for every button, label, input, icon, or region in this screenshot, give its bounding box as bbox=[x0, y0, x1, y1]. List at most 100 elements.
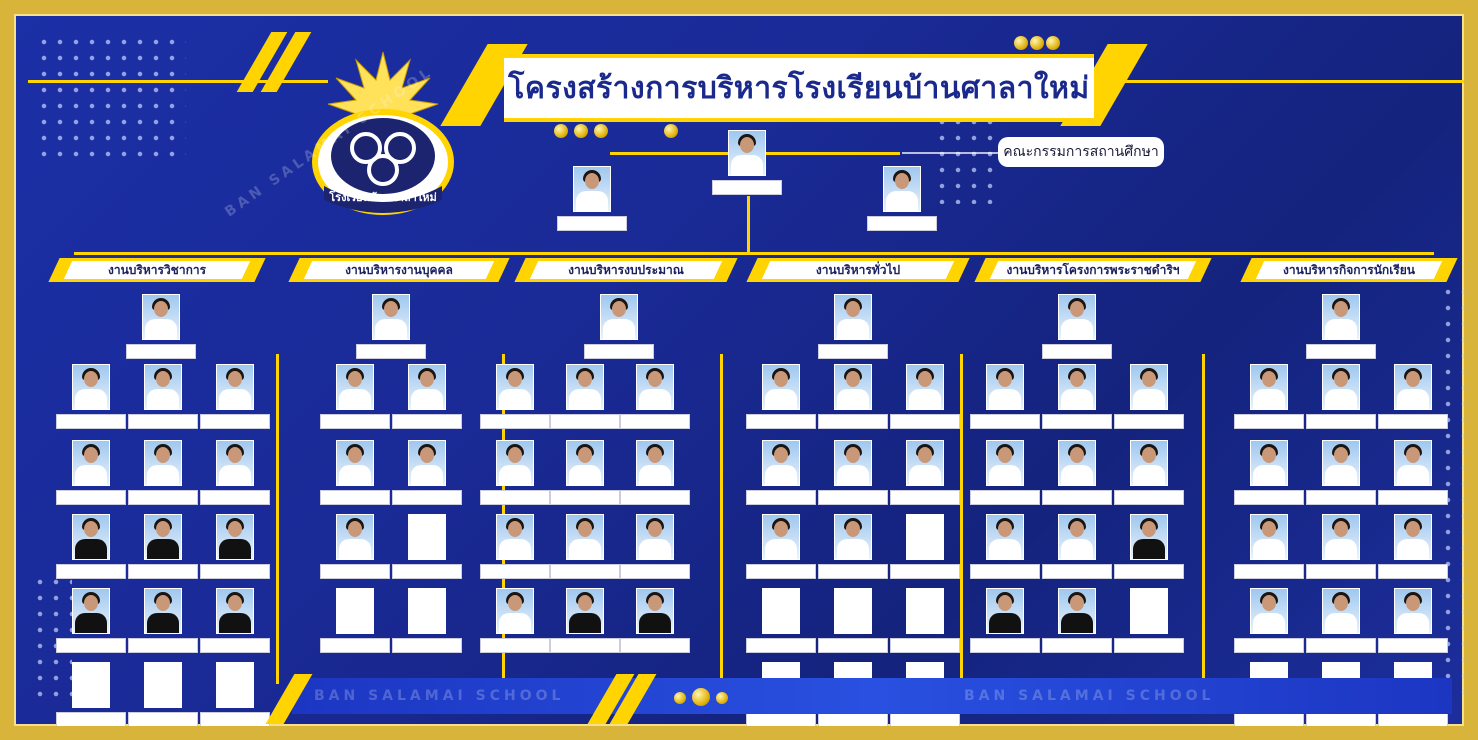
staff-member-nameplate bbox=[480, 414, 550, 429]
staff-member-nameplate bbox=[392, 564, 462, 579]
staff-member-photo bbox=[72, 364, 110, 410]
staff-member bbox=[198, 440, 272, 505]
staff-member-nameplate bbox=[1378, 490, 1448, 505]
staff-member-nameplate bbox=[620, 490, 690, 505]
staff-member bbox=[548, 514, 622, 579]
staff-member bbox=[1112, 440, 1186, 505]
staff-member-photo bbox=[336, 588, 374, 634]
staff-member-photo bbox=[636, 514, 674, 560]
department-head-photo bbox=[1058, 294, 1096, 340]
staff-member-photo bbox=[144, 364, 182, 410]
staff-member bbox=[1232, 440, 1306, 505]
department-head-nameplate bbox=[584, 344, 654, 359]
deputy-right-nameplate bbox=[867, 216, 937, 231]
staff-member-photo bbox=[834, 364, 872, 410]
staff-member-photo bbox=[1250, 440, 1288, 486]
staff-member-photo bbox=[1130, 588, 1168, 634]
staff-member-nameplate bbox=[970, 638, 1040, 653]
staff-member-nameplate bbox=[818, 564, 888, 579]
staff-member bbox=[968, 440, 1042, 505]
department-head-nameplate bbox=[126, 344, 196, 359]
staff-member-photo bbox=[72, 440, 110, 486]
staff-member bbox=[198, 588, 272, 653]
department-head-nameplate bbox=[1042, 344, 1112, 359]
dept-label: งานบริหารทั่วไป bbox=[815, 262, 901, 277]
staff-member bbox=[618, 588, 692, 653]
staff-member-nameplate bbox=[128, 564, 198, 579]
staff-member bbox=[126, 662, 200, 726]
staff-member-photo bbox=[636, 364, 674, 410]
department-head-photo bbox=[1322, 294, 1360, 340]
staff-member bbox=[126, 514, 200, 579]
staff-member-nameplate bbox=[1042, 414, 1112, 429]
department-head-photo bbox=[372, 294, 410, 340]
staff-member-nameplate bbox=[480, 490, 550, 505]
staff-member-photo bbox=[216, 588, 254, 634]
staff-member-nameplate bbox=[392, 414, 462, 429]
dept-banner-academic: งานบริหารวิชาการ bbox=[48, 258, 266, 282]
staff-member bbox=[618, 440, 692, 505]
staff-member bbox=[126, 440, 200, 505]
committee-dash bbox=[902, 152, 998, 154]
staff-member-photo bbox=[72, 588, 110, 634]
coin-deco bbox=[1046, 36, 1060, 50]
staff-member bbox=[1376, 440, 1450, 505]
staff-member-photo bbox=[566, 514, 604, 560]
staff-member-nameplate bbox=[550, 638, 620, 653]
bottom-band bbox=[292, 678, 1452, 714]
staff-member bbox=[198, 364, 272, 429]
coin-deco bbox=[664, 124, 678, 138]
coin-deco bbox=[554, 124, 568, 138]
staff-member-nameplate bbox=[56, 564, 126, 579]
staff-member bbox=[390, 588, 464, 653]
dept-label: งานบริหารกิจการนักเรียน bbox=[1283, 262, 1415, 277]
staff-member-photo bbox=[144, 440, 182, 486]
staff-member-nameplate bbox=[1234, 638, 1304, 653]
coin-deco bbox=[574, 124, 588, 138]
staff-member-nameplate bbox=[620, 414, 690, 429]
director-photo bbox=[728, 130, 766, 176]
watermark-bottom-right: BAN SALAMAI SCHOOL bbox=[964, 688, 1215, 704]
staff-member-photo bbox=[1250, 588, 1288, 634]
staff-member-nameplate bbox=[200, 712, 270, 726]
staff-member-photo bbox=[496, 588, 534, 634]
staff-member bbox=[1040, 588, 1114, 653]
watermark-bottom-left: BAN SALAMAI SCHOOL bbox=[314, 688, 565, 704]
staff-member-nameplate bbox=[1042, 638, 1112, 653]
staff-member-photo bbox=[216, 514, 254, 560]
staff-member bbox=[198, 662, 272, 726]
staff-member bbox=[1040, 364, 1114, 429]
staff-member-nameplate bbox=[128, 414, 198, 429]
staff-member bbox=[126, 364, 200, 429]
staff-member-nameplate bbox=[320, 564, 390, 579]
staff-member-photo bbox=[144, 514, 182, 560]
staff-member bbox=[1304, 364, 1378, 429]
staff-member-nameplate bbox=[1042, 564, 1112, 579]
department-head bbox=[816, 294, 890, 359]
staff-member-nameplate bbox=[746, 490, 816, 505]
staff-member-photo bbox=[906, 514, 944, 560]
staff-member-nameplate bbox=[320, 490, 390, 505]
staff-member-photo bbox=[906, 364, 944, 410]
staff-member bbox=[54, 662, 128, 726]
staff-member-photo bbox=[1394, 364, 1432, 410]
staff-member-photo bbox=[1058, 514, 1096, 560]
staff-member bbox=[888, 440, 962, 505]
staff-member bbox=[1376, 588, 1450, 653]
staff-member bbox=[816, 588, 890, 653]
staff-member bbox=[54, 514, 128, 579]
staff-member-nameplate bbox=[1234, 564, 1304, 579]
staff-member-nameplate bbox=[970, 414, 1040, 429]
staff-member-photo bbox=[1322, 514, 1360, 560]
staff-member bbox=[1376, 364, 1450, 429]
staff-member-nameplate bbox=[1306, 490, 1376, 505]
staff-member-nameplate bbox=[480, 564, 550, 579]
staff-member-nameplate bbox=[200, 490, 270, 505]
staff-member-photo bbox=[1322, 440, 1360, 486]
deputy-left-nameplate bbox=[557, 216, 627, 231]
staff-member-photo bbox=[1250, 364, 1288, 410]
staff-member-photo bbox=[408, 588, 446, 634]
coin-deco bbox=[716, 692, 728, 704]
deputy-left bbox=[555, 166, 629, 231]
